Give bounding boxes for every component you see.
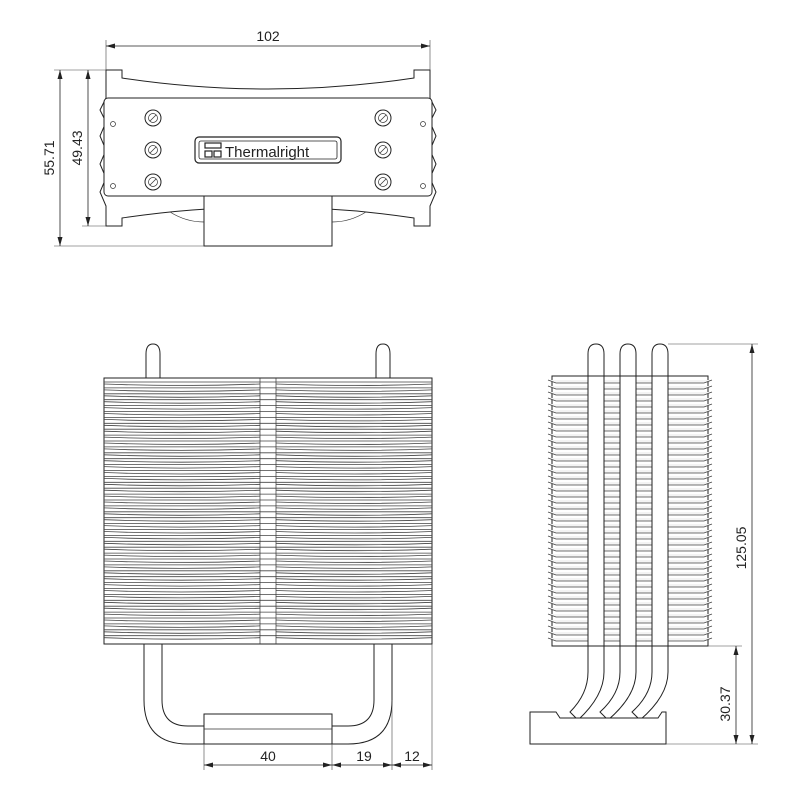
front-view: 40 19 12 (103, 343, 433, 770)
brand-logo-text: Thermalright (225, 144, 310, 161)
side-pipe-3 (651, 375, 669, 647)
front-fin (103, 605, 433, 611)
screw-right-1 (374, 109, 392, 127)
front-fin (103, 405, 433, 410)
front-fin (103, 570, 433, 575)
front-fin (103, 517, 433, 522)
front-fin (103, 434, 433, 439)
front-fin (103, 458, 433, 463)
front-fin (103, 599, 433, 605)
dim-4943-label: 49.43 (69, 130, 85, 165)
front-fin (103, 611, 433, 616)
front-fin (103, 399, 433, 404)
top-view-frame (99, 69, 437, 227)
front-fin (103, 487, 433, 493)
front-pipe-tip-left (145, 343, 161, 381)
front-fin (103, 476, 433, 481)
front-fin (103, 446, 433, 451)
front-fin (103, 629, 433, 634)
front-fin (103, 588, 433, 593)
dim-3037-label: 30.37 (717, 686, 733, 721)
screw-left-2 (144, 141, 162, 159)
side-pipe-tip-3 (651, 343, 669, 381)
front-fin (103, 576, 433, 581)
side-pipe-tip-2 (619, 343, 637, 381)
front-fin (103, 464, 433, 469)
dim-12505-label: 125.05 (733, 526, 749, 569)
dim-12-label: 12 (404, 748, 420, 764)
front-fin (103, 381, 433, 386)
front-fin (103, 428, 433, 434)
top-view: Thermalright 102 55.71 49.43 (41, 28, 437, 247)
front-fin (103, 617, 433, 622)
side-bend-3 (631, 645, 669, 721)
front-fin (103, 594, 433, 599)
front-fin (103, 564, 433, 569)
front-fin (103, 635, 433, 640)
front-fin (103, 499, 433, 504)
side-pipe-2 (619, 375, 637, 647)
front-fin (103, 511, 433, 516)
front-fin (103, 440, 433, 445)
front-fin (103, 387, 433, 392)
screw-right-3 (374, 173, 392, 191)
side-view: 125.05 30.37 (529, 343, 758, 745)
front-fin (103, 481, 433, 487)
front-fin (103, 452, 433, 457)
front-fin (103, 558, 433, 563)
dim-40-label: 40 (260, 748, 276, 764)
front-fin (103, 493, 433, 498)
dim-102-label: 102 (256, 28, 280, 44)
front-fin-stack (103, 377, 433, 645)
front-fin (103, 422, 433, 428)
front-fin (103, 505, 433, 510)
side-bend-1 (569, 645, 605, 721)
screw-left-1 (144, 109, 162, 127)
front-fin (103, 470, 433, 475)
front-fin (103, 623, 433, 628)
brand-logo: Thermalright (194, 136, 342, 164)
dim-19-label: 19 (356, 748, 372, 764)
front-fin (103, 535, 433, 540)
front-fin (103, 546, 433, 552)
screw-left-3 (144, 173, 162, 191)
front-pipe-tip-right (375, 343, 391, 381)
front-fin (103, 582, 433, 587)
side-pipe-tip-1 (587, 343, 605, 381)
side-pipe-1 (587, 375, 605, 647)
front-fin (103, 411, 433, 416)
front-fin (103, 552, 433, 557)
side-base (529, 711, 667, 745)
front-fin (103, 529, 433, 534)
front-fin (103, 540, 433, 546)
front-fin (103, 523, 433, 528)
screw-right-2 (374, 141, 392, 159)
dim-5571-label: 55.71 (41, 140, 57, 175)
top-view-base (203, 195, 333, 247)
front-fin (103, 393, 433, 398)
side-bend-2 (599, 645, 637, 721)
front-fin (103, 417, 433, 422)
front-fins (103, 381, 433, 640)
